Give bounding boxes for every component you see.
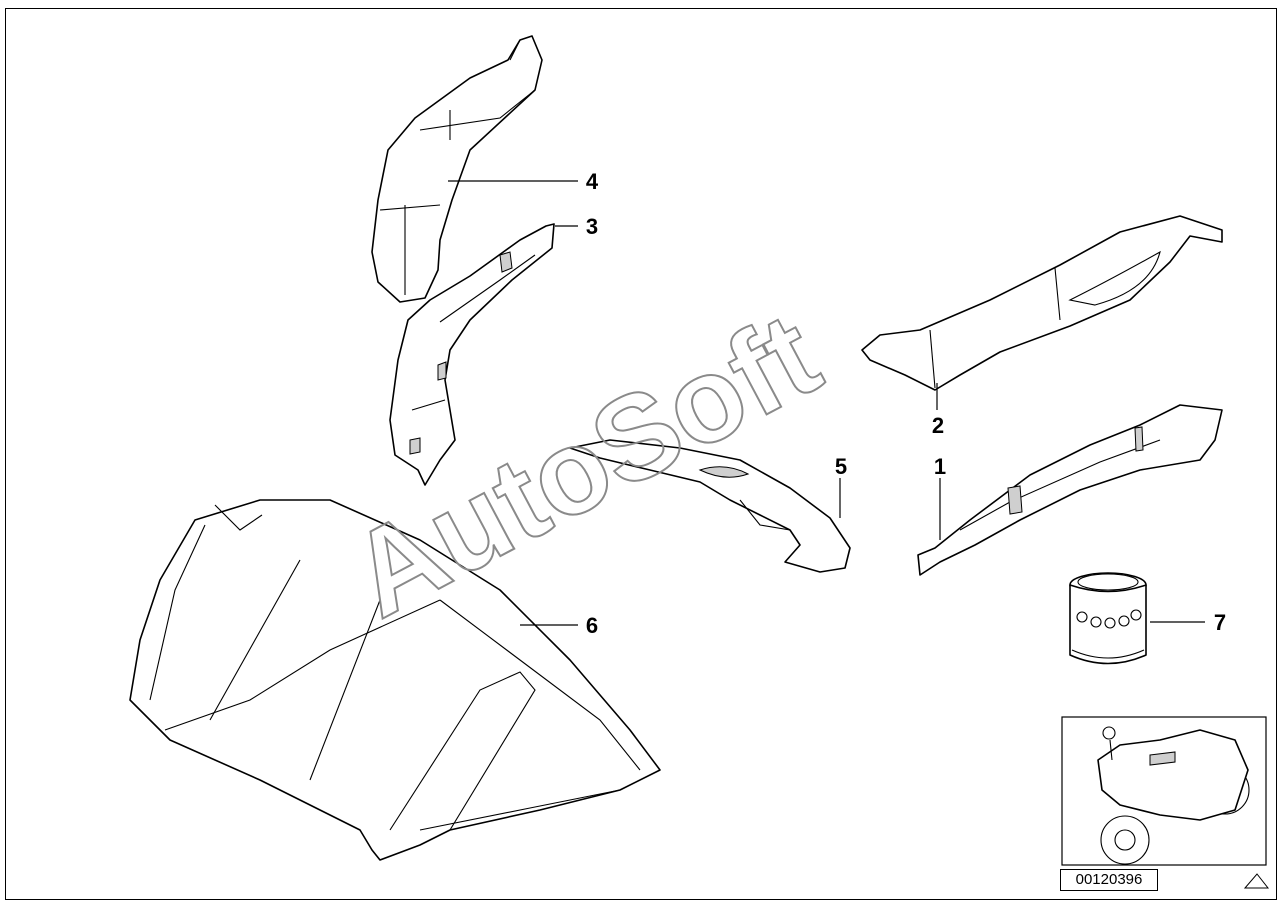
callout-2: 2: [932, 413, 944, 438]
callout-6: 6: [586, 613, 598, 638]
part-7-can: [1069, 572, 1147, 665]
callout-5: 5: [835, 454, 847, 479]
callout-7: 7: [1214, 610, 1226, 635]
callout-4: 4: [586, 169, 599, 194]
thumbnail-box: [1061, 716, 1267, 866]
part-5-center-cover: [569, 439, 851, 573]
part-6-windshield: [129, 499, 661, 861]
motorcycle-icon: [1097, 726, 1250, 865]
part-4-upper-cover: [371, 35, 543, 303]
callout-3: 3: [586, 214, 598, 239]
drawing-code-label: 00120396: [1060, 869, 1158, 891]
part-2-long-trim: [861, 215, 1223, 391]
diagram-frame: [5, 8, 1277, 900]
part-1-lower-trim: [917, 404, 1223, 576]
part-3-side-trim: [389, 223, 555, 486]
triangle-icon: [1243, 873, 1270, 889]
callout-1: 1: [934, 454, 946, 479]
